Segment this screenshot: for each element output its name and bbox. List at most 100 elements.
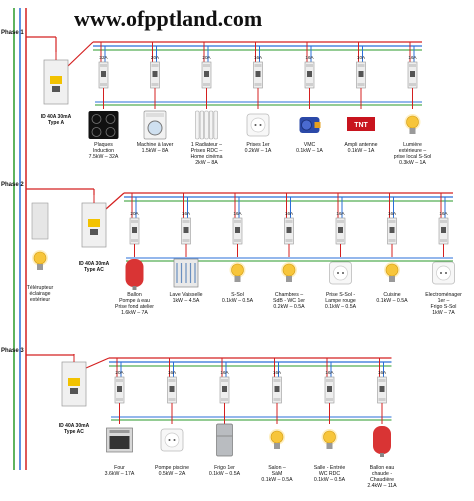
socket-icon (246, 113, 270, 137)
bulb-base (234, 276, 241, 282)
breaker-terminal (378, 398, 386, 401)
breaker-toggle (307, 71, 312, 77)
light-bulb-icon (321, 429, 338, 449)
radiator-fin (204, 110, 209, 140)
circuit-breaker: 16A (304, 55, 315, 89)
bulb-glass (406, 115, 419, 129)
rcd-test-panel (68, 378, 80, 386)
breaker-toggle (183, 227, 189, 233)
circuit-breaker: 16A (407, 55, 418, 89)
circuit-label: 0.3kW – 1A (399, 160, 426, 166)
breaker-terminal (440, 239, 447, 242)
breaker-terminal (131, 239, 138, 242)
breaker-rating: 16A (336, 211, 345, 216)
breaker-toggle (255, 71, 261, 77)
radiator-fin (199, 110, 205, 140)
circuit-label: Salon – (268, 465, 286, 471)
socket-icon (432, 261, 455, 285)
circuit-label: Frigo S-Sol (431, 304, 457, 310)
bulb-base (389, 276, 395, 282)
circuit-breaker: 16A (167, 370, 177, 404)
bulb-base (409, 128, 416, 134)
circuit-label: Ballon (127, 292, 142, 298)
breaker-terminal (234, 239, 241, 242)
rcd-type-label: Type AC (84, 267, 104, 273)
tank-valve (132, 286, 137, 290)
circuit-label: 0.5kW – 2A (159, 471, 186, 477)
circuit-label: Lave Vaisselle (169, 292, 202, 298)
rcd-to-bus-wire (67, 41, 94, 67)
breaker-toggle (152, 71, 158, 77)
circuit-label: Salle - Entrée (314, 465, 346, 471)
circuit-label: Plaques (94, 142, 113, 148)
breaker-rating: 20A (202, 55, 211, 60)
rcd-test-panel (50, 76, 62, 84)
water-heater-icon (125, 259, 144, 290)
remote-switch-label: Télérupteur (27, 285, 54, 291)
circuit-breaker: 16A (284, 211, 294, 245)
circuit-label: 1kW – 4.5A (173, 298, 200, 304)
circuit-label: Prise S-Sol - (326, 292, 355, 298)
breaker-toggle (235, 227, 240, 233)
washing-machine-icon (143, 110, 167, 140)
breaker-rating: 16A (254, 55, 263, 60)
light-bulb-icon (32, 250, 48, 270)
breaker-rating: 10A (357, 55, 366, 60)
breaker-toggle (338, 227, 343, 233)
breaker-terminal (234, 220, 241, 223)
breaker-toggle (222, 386, 227, 392)
circuit-breaker: 20A (201, 55, 212, 89)
breaker-rating: 16A (273, 370, 282, 375)
phase-label: Phase 2 (1, 182, 24, 188)
bulb-base (37, 264, 43, 270)
breaker-terminal (116, 379, 123, 382)
socket-hole (254, 124, 257, 126)
amplifier-body (347, 117, 375, 131)
radiator-fin (209, 110, 214, 140)
remote-switch-label: extérieur (30, 297, 50, 303)
circuit-label: WC RDC (319, 471, 341, 477)
circuit-breaker: 20A (114, 370, 125, 404)
circuit-label: Prises 1er (246, 142, 270, 148)
circuit-label: Prises RDC – (191, 148, 223, 154)
breaker-rating: 20A (130, 211, 139, 216)
circuit-breaker: 16A (232, 211, 243, 245)
remote-switch-label: éclairage (29, 291, 50, 297)
circuit-label: VMC (304, 142, 316, 148)
circuit-breaker: 16A (324, 370, 335, 404)
breaker-rating: 16A (168, 370, 177, 375)
circuit-label: 1.6kW – 7A (121, 310, 148, 316)
phase-label: Phase 1 (1, 30, 24, 36)
bulb-glass (323, 430, 336, 444)
circuit-label: 1 Radiateur – (191, 142, 222, 148)
bulb-glass (33, 251, 47, 265)
circuit-label: 1er – (438, 298, 450, 304)
remote-switch-body (31, 202, 49, 240)
phase-label: Phase 3 (1, 348, 24, 354)
bulb-glass (282, 263, 296, 277)
rcd-toggle (90, 229, 98, 235)
amplifier-logo: TNT (354, 122, 368, 129)
circuit-breaker: 32A (98, 55, 109, 89)
oven-controls (109, 430, 130, 433)
socket-hole (337, 272, 339, 274)
breaker-rating: 16A (182, 211, 191, 216)
circuit-label: Home cinéma (190, 154, 222, 160)
rcd-device (61, 354, 87, 407)
circuit-label: prise local S-Sol (394, 154, 431, 160)
rcd-toggle (70, 388, 78, 394)
antenna-amplifier-icon: TNT (347, 117, 375, 131)
breaker-rating: 16A (285, 211, 294, 216)
breaker-rating: 16A (233, 211, 242, 216)
rcd-label: ID 40A 30mA (41, 114, 72, 120)
breaker-toggle (117, 386, 122, 392)
breaker-rating: 16A (439, 211, 448, 216)
